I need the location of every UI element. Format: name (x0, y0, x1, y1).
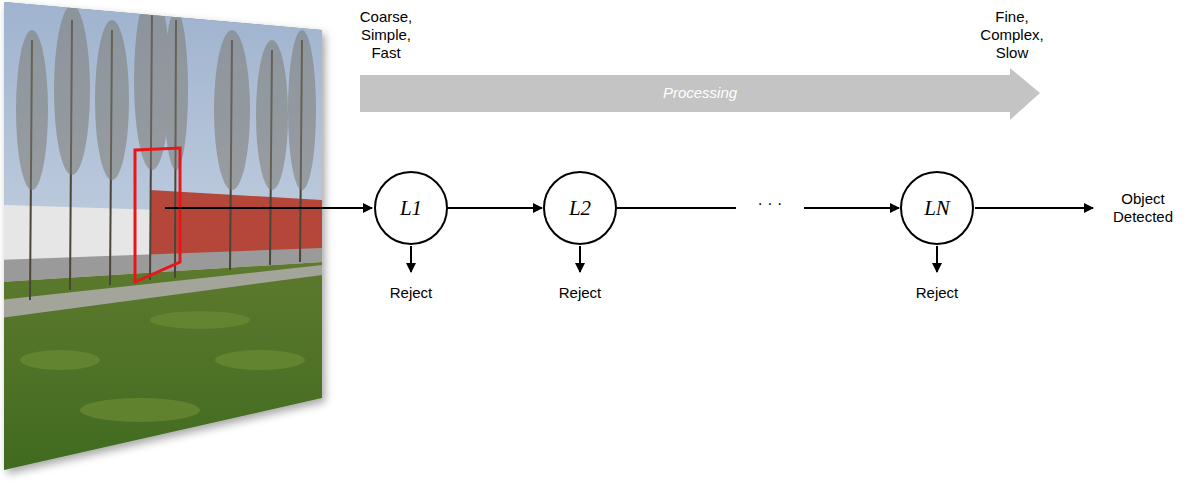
reject-label: Reject (540, 284, 620, 302)
reject-arrow (410, 246, 412, 272)
reject-arrow (936, 246, 938, 272)
stage-circle: L2 (543, 171, 617, 245)
stage-circle: L1 (374, 171, 448, 245)
stage-name: L1 (400, 196, 422, 221)
stage-name: L2 (569, 196, 591, 221)
ellipsis-label: · · · (736, 195, 805, 213)
stage-connector (448, 207, 542, 209)
stage-note: Fine, Complex, Slow (967, 8, 1057, 62)
stage-note: Coarse, Simple, Fast (346, 8, 426, 62)
output-label: Object Detected (1106, 190, 1180, 226)
processing-arrow (360, 68, 1040, 120)
input-arrow (165, 207, 372, 209)
output-arrow (975, 207, 1093, 209)
reject-arrow (579, 246, 581, 272)
reject-label: Reject (897, 284, 977, 302)
stage-circle: LN (900, 171, 974, 245)
stage-name: LN (924, 196, 950, 221)
axis-label: Processing (600, 84, 800, 102)
reject-label: Reject (371, 284, 451, 302)
detection-window (135, 148, 180, 282)
